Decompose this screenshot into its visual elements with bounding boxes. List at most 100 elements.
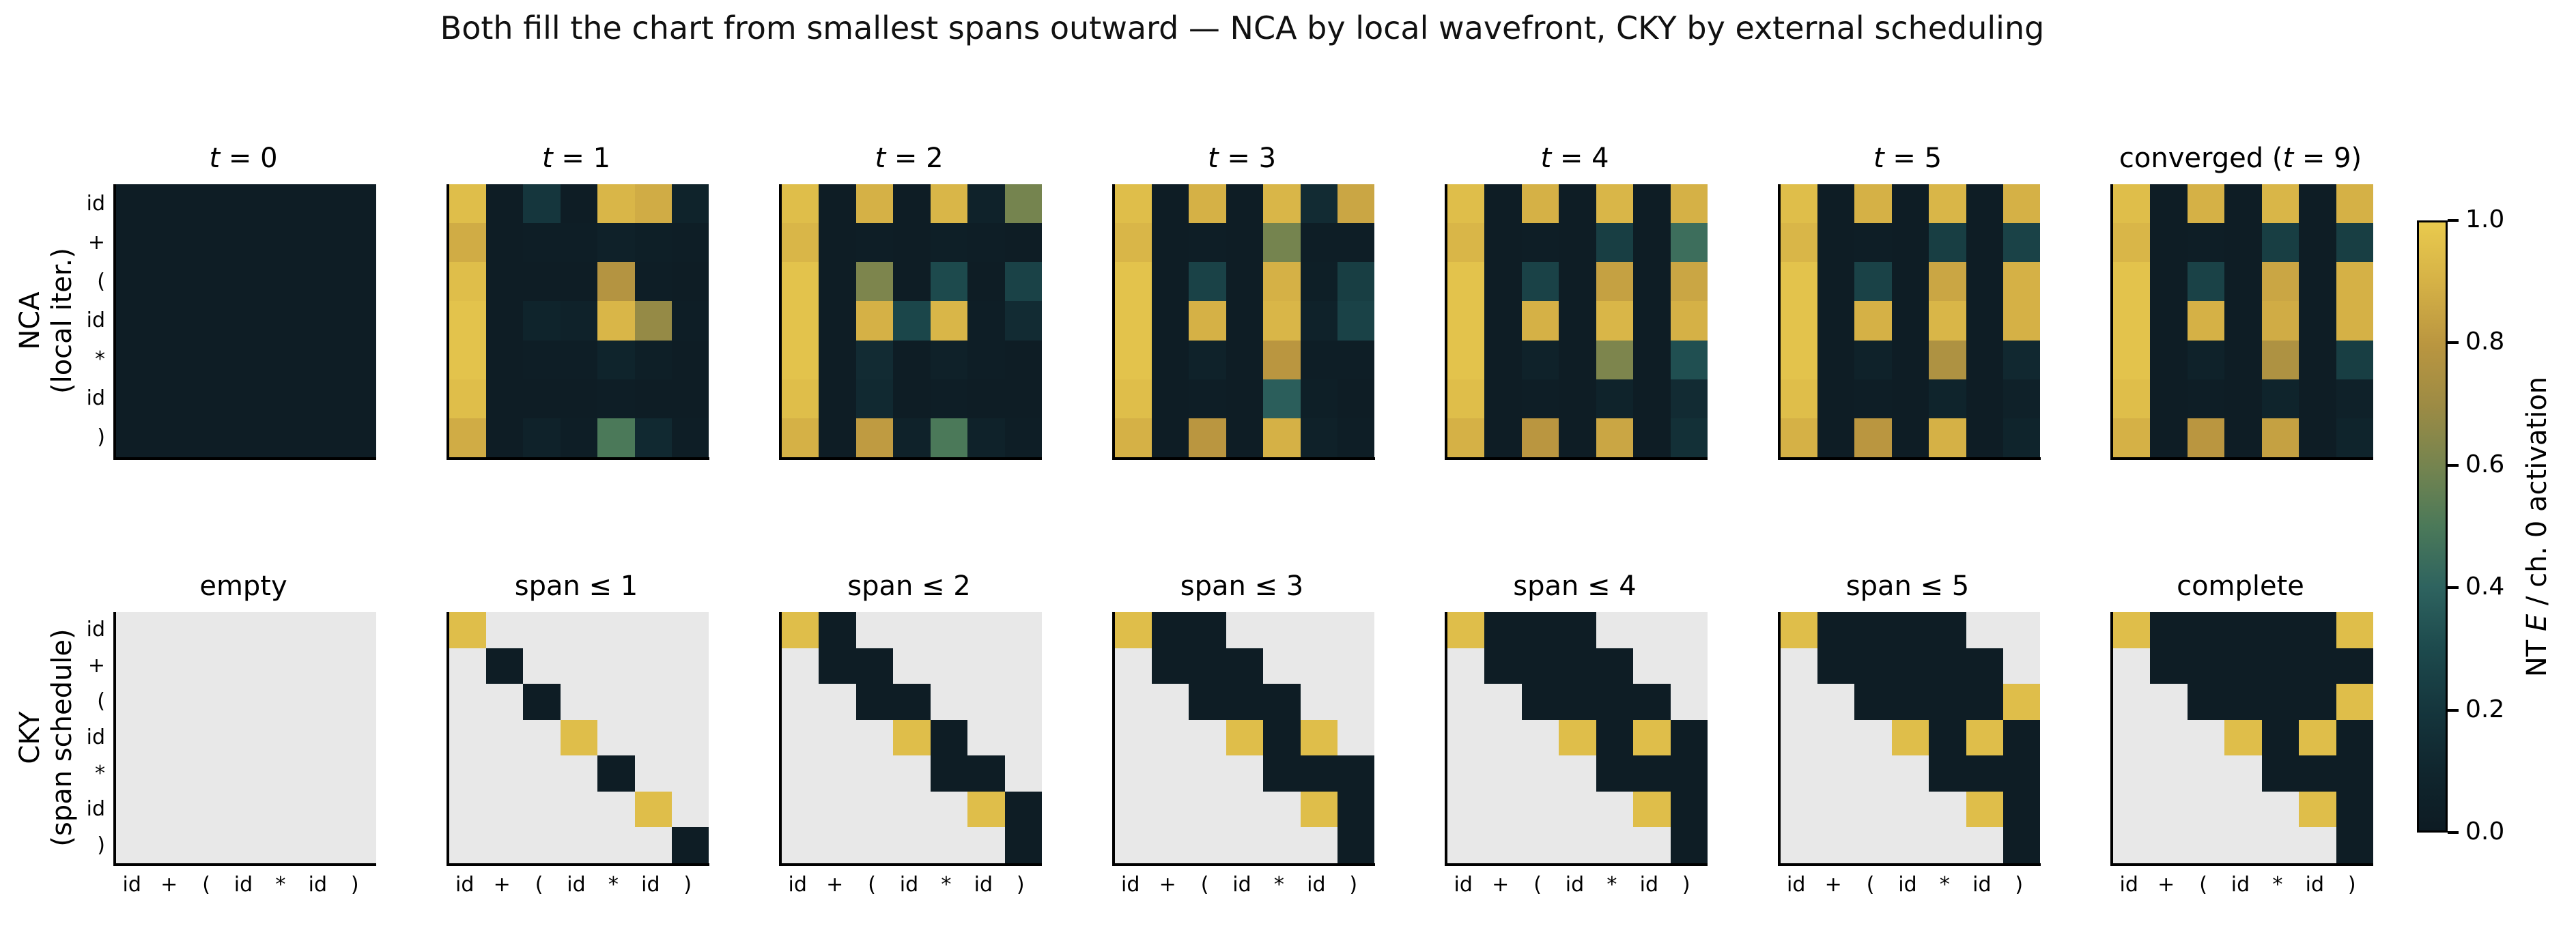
heatmap-cell [2150,379,2188,418]
heatmap-cell [1929,827,1966,863]
heatmap-cell [339,340,376,379]
heatmap-cell [302,827,339,863]
heatmap-cell [1484,340,1522,379]
heatmap-cell [782,223,819,263]
heatmap-cell [672,827,709,863]
heatmap-cell [967,301,1005,341]
heatmap-cell [116,648,154,684]
panel-title: empty [199,570,287,602]
heatmap-cell [1484,684,1522,720]
heatmap-cell [1337,184,1375,224]
heatmap-cell [485,379,524,418]
x-tick-label: ) [1349,873,1358,897]
heatmap-cell [1189,791,1226,828]
heatmap-cell [2224,184,2262,224]
x-tick-label: ( [1533,873,1542,897]
heatmap-cell [227,379,265,418]
x-tick-label: id [1307,873,1326,897]
heatmap-cell [1854,684,1892,720]
heatmap-cell [819,719,856,756]
heatmap-cell [302,755,339,792]
heatmap-cell [782,418,819,457]
heatmap-cell [1300,379,1338,418]
x-tick-label: + [493,873,511,897]
heatmap-cell [1966,827,2004,863]
heatmap-cell [1854,418,1892,457]
heatmap-cell [2224,418,2262,457]
heatmap-cell [227,791,265,828]
heatmap-cell [893,262,931,302]
heatmap-cell [449,755,486,792]
heatmap-cell [634,719,673,756]
heatmap-cell [2224,719,2262,756]
heatmap-cell [1447,827,1485,863]
heatmap-cell [1966,418,2004,457]
heatmap-cell [190,612,228,648]
heatmap-cell [930,791,968,828]
heatmap-cell [634,684,673,720]
heatmap-cell [2150,719,2188,756]
heatmap-cell [2336,418,2373,457]
heatmap-cell [1337,719,1375,756]
heatmap-cell [1929,301,1966,341]
heatmap-cell [819,648,856,684]
heatmap-cell [339,301,376,341]
heatmap-cell [597,684,635,720]
heatmap-cell [634,648,673,684]
colorbar-tick [2448,708,2459,712]
x-tick-label: id [1232,873,1251,897]
heatmap-cell [523,223,561,263]
heatmap-cell [2113,379,2151,418]
heatmap-cell [782,719,819,756]
heatmap-cell [782,301,819,341]
heatmap-cell [190,184,228,224]
heatmap-cell [523,262,561,302]
heatmap-cell [782,684,819,720]
heatmap-cell [597,184,635,224]
heatmap-cell [1817,791,1855,828]
heatmap-cell [1596,612,1634,648]
heatmap-cell [449,719,486,756]
x-tick-label: + [1159,873,1176,897]
heatmap-cell [1929,648,1966,684]
heatmap-cell [1670,418,1708,457]
panel-title: t = 4 [1540,143,1609,174]
heatmap-cell [1670,340,1708,379]
heatmap-cell [560,791,598,828]
panel-title: complete [2177,570,2304,602]
heatmap-cell [1447,719,1485,756]
heatmap-cell [1226,301,1264,341]
x-tick-label: * [2272,873,2283,897]
heatmap-cell [1004,340,1042,379]
heatmap-cell [1300,827,1338,863]
heatmap-cell [782,755,819,792]
heatmap-cell [1854,379,1892,418]
heatmap-cell [1004,791,1042,828]
heatmap-cell [634,827,673,863]
heatmap-cell [597,418,635,457]
heatmap-cell [1300,301,1338,341]
heatmap-cell [2003,612,2041,648]
heatmap-cell [2224,827,2262,863]
heatmap-cell [449,418,486,457]
heatmap-cell [1521,184,1559,224]
heatmap-cell [227,301,265,341]
heatmap-cell [2113,301,2151,341]
heatmap-cell [1004,223,1042,263]
heatmap-cell [190,262,228,302]
heatmap-cell [2187,340,2225,379]
y-tick-label: * [95,347,105,372]
heatmap-cell [1633,648,1671,684]
heatmap-cell [2003,340,2041,379]
heatmap-cell [967,418,1005,457]
heatmap-cell [1114,379,1152,418]
heatmap-cell [1559,418,1596,457]
heatmap-cell [819,755,856,792]
heatmap-cell [1114,223,1152,263]
heatmap-cell [190,301,228,341]
heatmap-cell [1780,648,1817,684]
heatmap-cell [449,262,486,302]
heatmap-cell [819,612,856,648]
heatmap-cell [1189,684,1226,720]
heatmap-cell [1670,719,1708,756]
